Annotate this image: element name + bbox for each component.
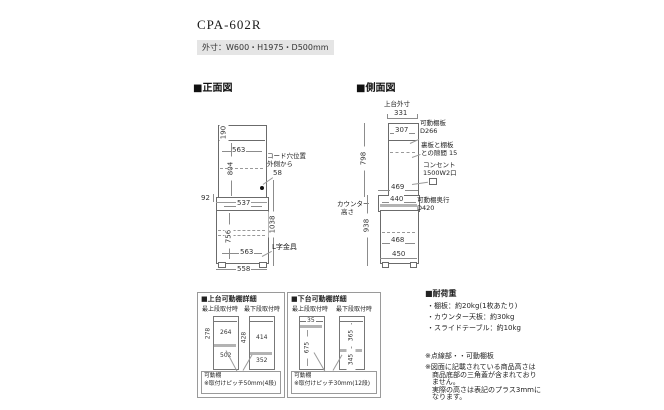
load-item-counter: ・カウンター天板：約30kg xyxy=(427,313,515,321)
front-lower-height-dim: 756 xyxy=(224,224,234,249)
upper-detail-note-line2: ※取付けピッチ50mm(4段) xyxy=(204,381,277,387)
load-item-shelf: ・棚板：約20kg(1枚あたり) xyxy=(427,302,518,310)
side-upper-shelf-dashed xyxy=(390,152,415,153)
lower-detail-note-box xyxy=(291,371,377,394)
front-lower-shelf-dashed-1 xyxy=(218,230,265,231)
product-code: CPA-602R xyxy=(197,17,262,32)
front-view-heading: ■正面図 xyxy=(193,83,233,94)
counter-height-dim: 938 xyxy=(362,213,372,238)
upper-detail-note-box xyxy=(201,371,281,394)
front-top-strip-line xyxy=(218,140,265,141)
side-top-outer-dimline xyxy=(387,118,418,119)
upper-detail-top-shelf xyxy=(214,344,236,347)
upper-detail-bottom-shelf xyxy=(250,352,272,355)
height-note-line5: なります。 xyxy=(425,393,467,401)
side-counter-depth-dim: 469 xyxy=(390,183,406,191)
upper-detail-pos-bottom-label: 最下段取付時 xyxy=(244,306,281,313)
lower-detail-pos-top-label: 最上段取付時 xyxy=(292,306,329,313)
side-gap-note-line1: 裏板と棚板 xyxy=(421,141,454,149)
height-note-line1: ※図面に記載されている商品高さは xyxy=(425,363,536,371)
upper-detail-heading: ■上台可動棚詳細 xyxy=(201,295,257,303)
cord-hole-dot xyxy=(260,186,264,190)
front-counter-width-dim: 537 xyxy=(236,199,252,207)
side-gap-note-line2: との隙間 15 xyxy=(421,149,458,157)
lower-detail-heading: ■下台可動棚詳細 xyxy=(291,295,347,303)
side-lower-shelf-label-line2: D420 xyxy=(417,204,435,212)
upper-detail-b-below-dim: 352 xyxy=(255,357,269,364)
front-base-width-dim: 558 xyxy=(236,265,252,273)
side-top-outer-dim: 331 xyxy=(393,109,409,117)
side-top-strip-line xyxy=(388,140,417,141)
upper-detail-t-above-dim: 264 xyxy=(219,329,233,336)
front-foot-left xyxy=(218,262,226,268)
lower-detail-t-below-dim: 675 xyxy=(302,336,312,359)
lower-detail-pos-bottom-label: 最下段取付時 xyxy=(336,306,373,313)
side-lower-shelf-label-line1: 可動棚奥行 xyxy=(417,196,450,204)
height-note-line3: ません。 xyxy=(425,378,460,386)
front-lower-width-dim: 563 xyxy=(239,248,255,256)
load-item-slide-table: ・スライドテーブル：約10kg xyxy=(427,324,521,332)
upper-detail-note-line1: 可動棚 xyxy=(204,373,222,379)
lower-detail-b-above-dim: 365 xyxy=(346,324,356,347)
counter-height-label-line1: カウンター xyxy=(337,200,370,208)
upper-detail-t-below-dim: 502 xyxy=(219,352,233,359)
lower-detail-note-line2: ※取付けピッチ30mm(12段) xyxy=(294,381,371,387)
cord-hole-dim: 58 xyxy=(272,169,283,177)
load-capacity-heading: ■耐荷重 xyxy=(425,289,457,298)
side-lower-shelf-dashed xyxy=(382,232,415,233)
lower-detail-t-above-dim: 35 xyxy=(306,317,316,324)
side-shelf-label-line2: D266 xyxy=(420,127,438,135)
l-bracket-label: L字金具 xyxy=(272,243,297,251)
upper-detail-bottom-mini-stripline xyxy=(249,321,273,322)
counter-height-label-line2: 高さ xyxy=(341,208,354,216)
front-top-height-dim: 190 xyxy=(219,120,229,145)
side-top-outer-tick-r xyxy=(417,114,418,119)
outlet-icon xyxy=(429,178,437,185)
side-lower-inner-dim: 468 xyxy=(390,236,406,244)
side-foot-front xyxy=(382,262,389,268)
lower-detail-bottom-mini-stripline xyxy=(339,321,363,322)
cord-hole-note-line1: コード穴位置 xyxy=(267,152,306,160)
outer-dimensions-badge: 外寸：W600・H1975・D500mm xyxy=(197,40,334,55)
height-note-line2: 商品底部の三角蓋が含まれており xyxy=(425,370,537,379)
front-slide-height-dim: 92 xyxy=(200,194,211,202)
upper-detail-b-outer-dim: 428 xyxy=(239,326,249,349)
upper-detail-top-mini xyxy=(213,316,239,370)
height-note-line4: 実際の高さは表記のプラス3mmに xyxy=(425,385,541,394)
lower-detail-b-below-dim: 345 xyxy=(346,348,356,371)
front-total-height-dim: 1038 xyxy=(268,211,278,238)
side-lower-depth-dim: 450 xyxy=(391,250,407,258)
lower-detail-top-shelf xyxy=(300,325,322,328)
side-shelf-label-line1: 可動棚板 xyxy=(420,119,446,127)
side-outlet-line1: コンセント xyxy=(423,161,456,169)
front-upper-width-dim: 563 xyxy=(231,146,247,154)
front-slide-tick xyxy=(213,194,214,202)
front-foot-right xyxy=(259,262,267,268)
cord-hole-note-line2: 外側から xyxy=(267,160,293,168)
side-upper-depth-dim: 307 xyxy=(394,126,410,134)
side-foot-back xyxy=(410,262,417,268)
dotted-line-note: ※点線部・・可動棚板 xyxy=(425,352,494,360)
side-view-heading: ■側面図 xyxy=(356,83,396,94)
side-counter-inner-dim: 440 xyxy=(389,195,405,203)
upper-detail-top-mini-stripline xyxy=(213,321,237,322)
upper-detail-b-above-dim: 414 xyxy=(255,334,269,341)
front-lower-shelf-dashed-2 xyxy=(218,235,265,236)
lower-detail-note-line1: 可動棚 xyxy=(294,373,312,379)
side-upper-height-dim: 798 xyxy=(359,146,369,171)
side-top-outer-label: 上台外寸 xyxy=(384,100,410,108)
upper-detail-t-outer-dim: 278 xyxy=(203,322,213,345)
front-upper-shelf-dashed xyxy=(220,168,263,169)
side-outlet-line2: 1500W2口 xyxy=(423,169,457,177)
side-lower-depth-dimline xyxy=(380,258,417,259)
upper-detail-pos-top-label: 最上段取付時 xyxy=(202,306,239,313)
side-top-outer-tick-l xyxy=(387,114,388,119)
side-slide-table-band xyxy=(380,204,417,207)
